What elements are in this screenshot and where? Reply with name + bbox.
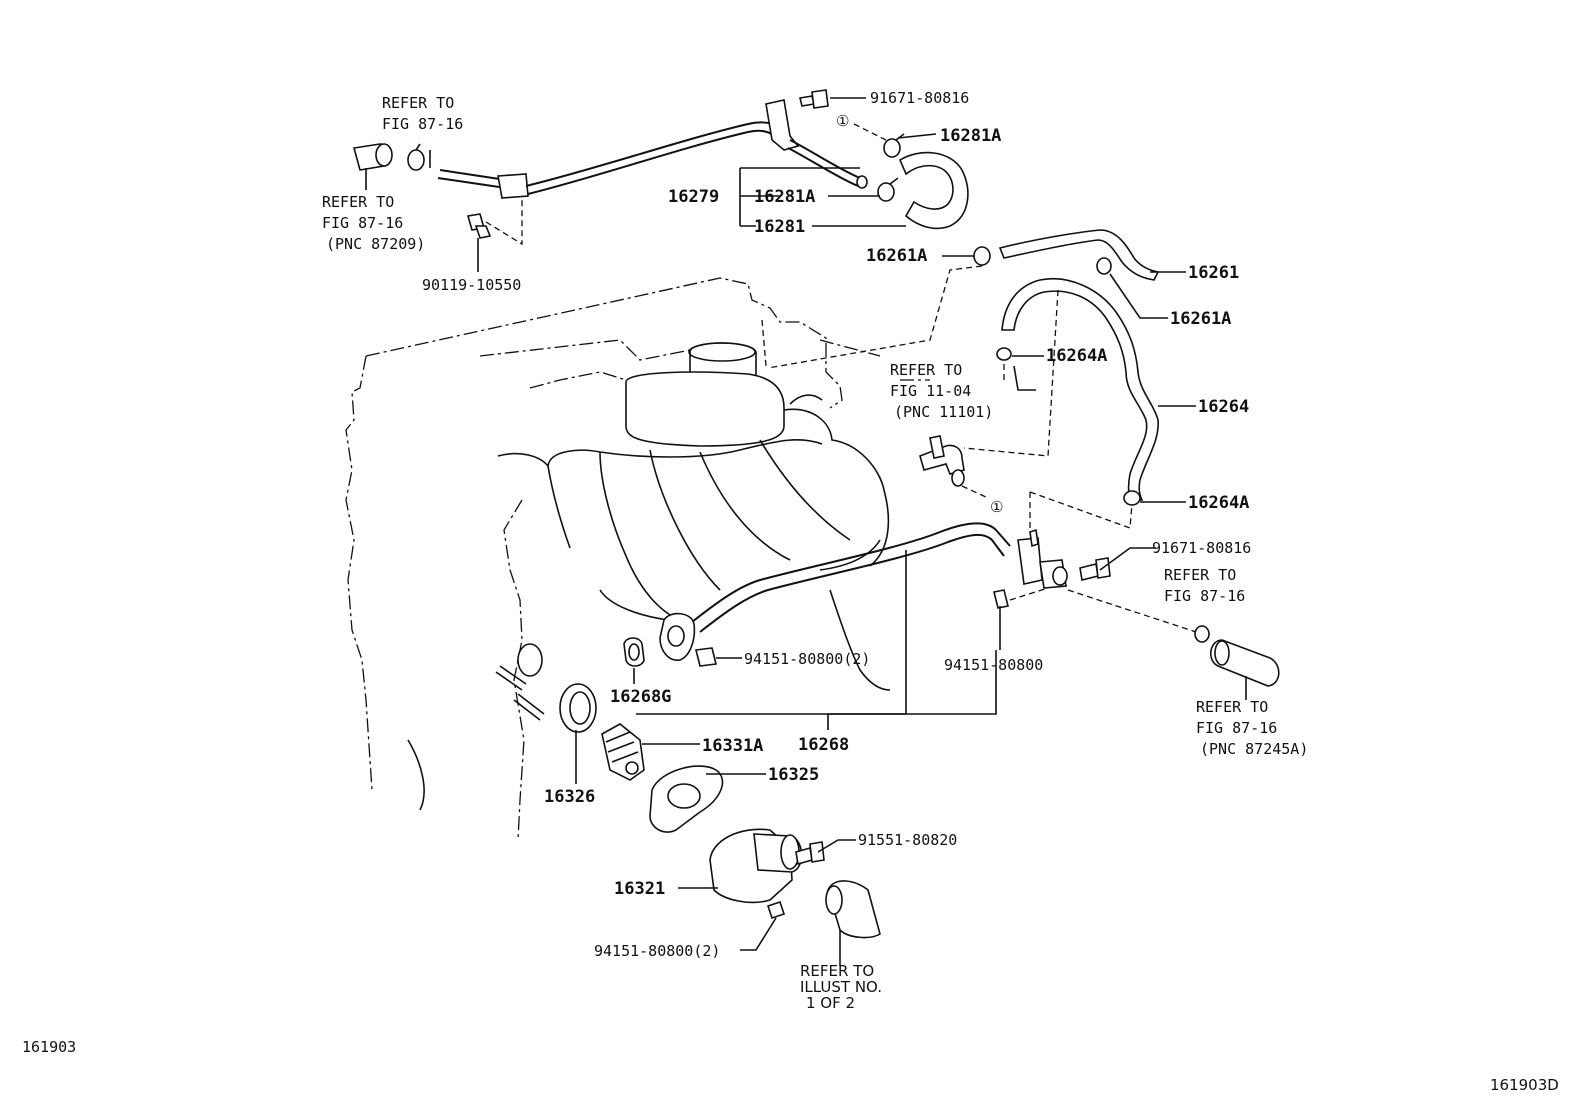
dashed-leaders	[485, 123, 1197, 633]
thermostat-16331A	[601, 723, 645, 781]
part-label[interactable]: 91671-80816	[870, 89, 969, 107]
svg-text:ILLUST NO.: ILLUST NO.	[800, 978, 882, 996]
svg-text:(PNC 11101): (PNC 11101)	[894, 403, 993, 421]
marker-circle-1: ①	[836, 112, 849, 130]
nut-icon	[766, 900, 786, 920]
hose-16264	[996, 278, 1159, 506]
part-label[interactable]: 16261	[1188, 263, 1239, 283]
part-label[interactable]: 16268	[798, 735, 849, 755]
part-label[interactable]: 94151-80800(2)	[594, 942, 720, 960]
part-label[interactable]: 16264A	[1188, 493, 1249, 513]
bolt-icon	[799, 89, 829, 109]
stud-icon	[407, 643, 545, 811]
reference-note-right-1: REFER TO FIG 87-16	[1164, 566, 1245, 605]
part-label[interactable]: 16325	[768, 765, 819, 785]
svg-text:REFER TO: REFER TO	[800, 962, 874, 980]
part-label[interactable]: 16261A	[1170, 309, 1231, 329]
part-label[interactable]: 16279	[668, 187, 719, 207]
svg-text:FIG 87-16: FIG 87-16	[382, 115, 463, 133]
upper-bypass-pipe	[352, 99, 868, 199]
part-label[interactable]: 16326	[544, 787, 595, 807]
hose-clamp-icon	[877, 133, 905, 202]
svg-text:FIG 11-04: FIG 11-04	[890, 382, 971, 400]
reference-note-top-left-1: REFER TO FIG 87-16	[382, 94, 463, 133]
svg-text:FIG 87-16: FIG 87-16	[1196, 719, 1277, 737]
radiator-hose-bottom	[825, 880, 881, 939]
figure-code-right: 161903D	[1490, 1076, 1559, 1094]
hose-87245A	[1194, 625, 1280, 687]
gasket-16325	[649, 765, 724, 833]
engine-block-outline	[345, 277, 930, 841]
part-label[interactable]: 16281A	[940, 126, 1001, 146]
hose-16261	[973, 229, 1160, 281]
svg-text:REFER TO: REFER TO	[1164, 566, 1236, 584]
part-label[interactable]: 16281	[754, 217, 805, 237]
part-label[interactable]: 94151-80800(2)	[744, 650, 870, 668]
bolt-icon	[466, 213, 492, 239]
marker-circle-1: ①	[990, 498, 1003, 516]
part-label[interactable]: 91671-80816	[1152, 539, 1251, 557]
part-label[interactable]: 16261A	[866, 246, 927, 266]
part-label[interactable]: 16264	[1198, 397, 1249, 417]
svg-text:(PNC 87209): (PNC 87209)	[326, 235, 425, 253]
reference-note-right-2: REFER TO FIG 87-16 (PNC 87245A)	[1196, 698, 1308, 758]
part-label[interactable]: 16281A	[754, 187, 815, 207]
figure-code-left: 161903	[22, 1038, 76, 1056]
water-bypass-pipe	[659, 522, 1068, 661]
svg-text:REFER TO: REFER TO	[322, 193, 394, 211]
reference-note-bottom: REFER TO ILLUST NO. 1 OF 2	[800, 962, 882, 1012]
svg-text:1 OF 2: 1 OF 2	[806, 994, 855, 1012]
seal-ring-16326	[559, 683, 597, 733]
reference-note-top-left-2: REFER TO FIG 87-16 (PNC 87209)	[322, 193, 425, 253]
hose-16281	[898, 151, 969, 230]
part-label[interactable]: 16321	[614, 879, 665, 899]
fitting-11101	[919, 435, 965, 487]
svg-text:FIG 87-16: FIG 87-16	[1164, 587, 1245, 605]
part-label[interactable]: 90119-10550	[422, 276, 521, 294]
leader-lines	[365, 97, 1247, 966]
nut-icon	[695, 589, 1009, 667]
part-label[interactable]: 16268G	[610, 687, 671, 707]
part-label[interactable]: 91551-80820	[858, 831, 957, 849]
svg-text:FIG 87-16: FIG 87-16	[322, 214, 403, 232]
gasket-16268G	[623, 637, 645, 667]
part-label[interactable]: 16331A	[702, 736, 763, 756]
bolt-icon	[1079, 557, 1111, 581]
intake-manifold	[497, 342, 891, 691]
svg-text:(PNC 87245A): (PNC 87245A)	[1200, 740, 1308, 758]
part-label[interactable]: 94151-80800	[944, 656, 1043, 674]
part-label[interactable]: 16264A	[1046, 346, 1107, 366]
water-inlet-16321	[709, 828, 803, 904]
svg-text:REFER TO: REFER TO	[1196, 698, 1268, 716]
reference-note-mid: REFER TO FIG 11-04 (PNC 11101)	[890, 361, 993, 421]
svg-text:REFER TO: REFER TO	[382, 94, 454, 112]
svg-text:REFER TO: REFER TO	[890, 361, 962, 379]
bolt-icon	[795, 841, 825, 866]
